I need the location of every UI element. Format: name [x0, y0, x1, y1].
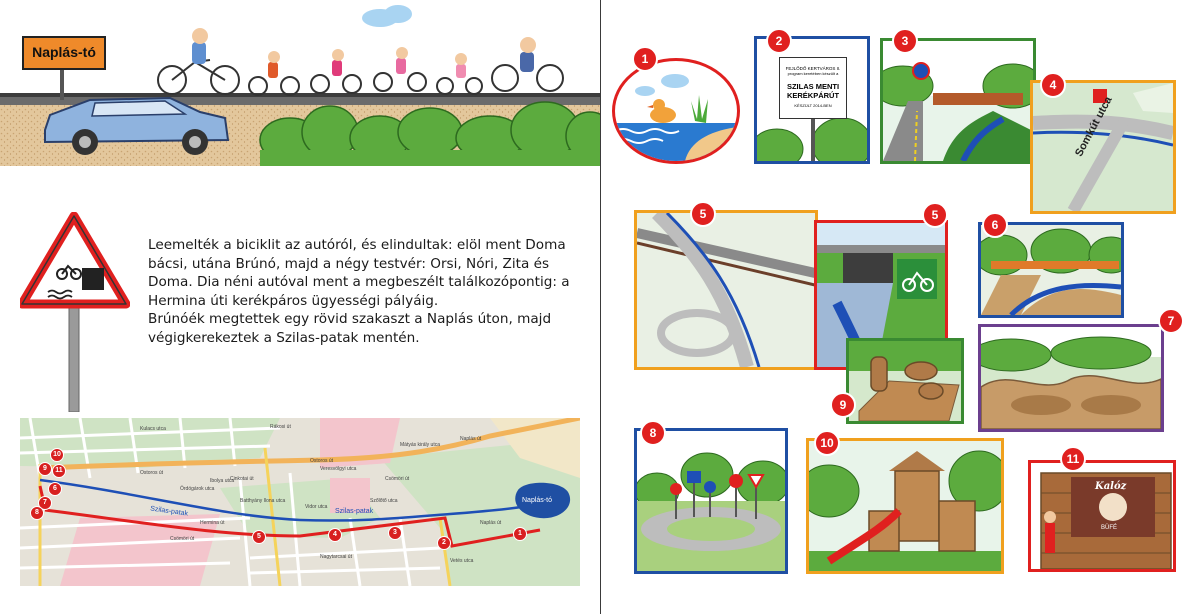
sign-line: FEJLŐDŐ KERTVÁROS II. — [785, 66, 841, 71]
kiosk-drawing — [1040, 472, 1172, 569]
panel-8-number-badge: 8 — [640, 420, 666, 446]
sign-scene-drawing — [757, 117, 867, 161]
route-map: Ostoros út Ostoros út Veresvölgyi utca I… — [20, 418, 580, 586]
story-paragraph: Brúnóék megtettek egy rövid szakaszt a N… — [148, 311, 552, 346]
panel-11-number-badge: 11 — [1060, 446, 1086, 472]
street-label: Kulacs utca — [140, 426, 166, 432]
map-marker-11: 11 — [52, 464, 66, 478]
kiosk-sign-label: Kalóz — [1095, 481, 1127, 492]
street-label: Nagytarcsai út — [320, 554, 352, 560]
panel-2-number-badge: 2 — [766, 28, 792, 54]
map-marker-10: 10 — [50, 448, 64, 462]
bikeway-sign-board: FEJLŐDŐ KERTVÁROS II. program keretében … — [779, 57, 847, 119]
map-marker-3: 3 — [388, 526, 402, 540]
orange-bridge-drawing — [981, 228, 1121, 315]
traffic-park-drawing — [637, 452, 785, 571]
street-label: Szőlőtő utca — [370, 498, 398, 504]
panel-5-number-badge: 5 — [690, 201, 716, 227]
sculptures-drawing — [849, 341, 961, 421]
panel-8-traffic-park — [634, 428, 788, 574]
map-marker-1: 1 — [513, 527, 527, 541]
street-label: Batthyány Ilona utca — [240, 498, 286, 504]
map-drawing — [20, 418, 580, 586]
page-divider — [600, 0, 601, 614]
panel-9-number-badge: 9 — [830, 392, 856, 418]
panel-1-number-badge: 1 — [632, 46, 658, 72]
panel-3-bridge — [880, 38, 1036, 164]
map-marker-2: 2 — [437, 536, 451, 550]
street-label: Rákosi út — [270, 424, 291, 430]
panel-5-interchange — [634, 210, 818, 370]
street-label: Csömöri út — [170, 536, 195, 542]
street-label: Vetés utca — [450, 558, 474, 564]
panel-3-number-badge: 3 — [892, 28, 918, 54]
riverbank-warning-sign — [20, 212, 130, 412]
pump-track-drawing — [981, 327, 1161, 429]
panel-7-pump-track — [978, 324, 1164, 432]
panel-6-number-badge: 6 — [982, 212, 1008, 238]
place-name-sign: Naplás-tó — [22, 36, 106, 70]
playground-drawing — [809, 450, 1001, 571]
panel-4-number-badge: 4 — [1040, 72, 1066, 98]
street-label: Vidor utca — [305, 504, 328, 510]
map-marker-6: 6 — [48, 482, 62, 496]
panel-10-playground — [806, 438, 1004, 574]
story-text: Leemelték a biciklit az autóról, és elin… — [148, 236, 578, 348]
bridge-drawing — [883, 41, 1033, 161]
street-label: Ostoros út — [140, 470, 164, 476]
street-label: Csömöri út — [385, 476, 410, 482]
sign-line: program keretében készült a — [787, 71, 839, 76]
street-label: Ibolya utca — [210, 478, 235, 484]
street-label: Mátyás király utca — [400, 442, 441, 448]
map-marker-7: 7 — [38, 496, 52, 510]
sign-line: KERÉKPÁRÚT — [786, 91, 840, 100]
panel-11-kiosk: Kalóz BÜFÉ — [1028, 460, 1176, 572]
map-marker-9: 9 — [38, 462, 52, 476]
lake-label: Naplás-tó — [522, 497, 552, 504]
story-paragraph: Leemelték a biciklit az autóról, és elin… — [148, 237, 570, 309]
creek-label: Szilas-patak — [335, 508, 374, 515]
aerial-drawing — [1033, 83, 1173, 211]
panel-10-number-badge: 10 — [814, 430, 840, 456]
panel-4-aerial-street: Somkút utca — [1030, 80, 1176, 214]
panel-7-number-badge: 7 — [1158, 308, 1184, 334]
street-label: Ördögárok utca — [180, 486, 215, 492]
sign-line: SZILAS MENTI — [786, 82, 840, 91]
bird-water-drawing — [615, 74, 737, 161]
panel-2-bikeway-sign: FEJLŐDŐ KERTVÁROS II. program keretében … — [754, 36, 870, 164]
cyclists-illustration — [0, 5, 600, 166]
street-label: Cinkotai út — [230, 476, 254, 482]
panel-6-orange-bridge — [978, 222, 1124, 318]
panel-1-bird-by-water — [612, 58, 740, 164]
map-marker-4: 4 — [328, 528, 342, 542]
panel-9-wooden-sculptures — [846, 338, 964, 424]
sign-line: KÉSZÜLT 2014-BEN — [794, 103, 832, 108]
map-marker-8: 8 — [30, 506, 44, 520]
interchange-drawing — [637, 213, 815, 367]
place-name-label: Naplás-tó — [32, 44, 96, 60]
street-label: Naplás út — [460, 436, 482, 442]
street-label: Ostoros út — [310, 458, 334, 464]
map-marker-5: 5 — [252, 530, 266, 544]
street-label: Hermina út — [200, 520, 225, 526]
street-label: Naplás út — [480, 520, 502, 526]
kiosk-sub-label: BÜFÉ — [1101, 525, 1118, 531]
panel-5b-number-badge: 5 — [922, 202, 948, 228]
street-label: Veresvölgyi utca — [320, 466, 357, 472]
